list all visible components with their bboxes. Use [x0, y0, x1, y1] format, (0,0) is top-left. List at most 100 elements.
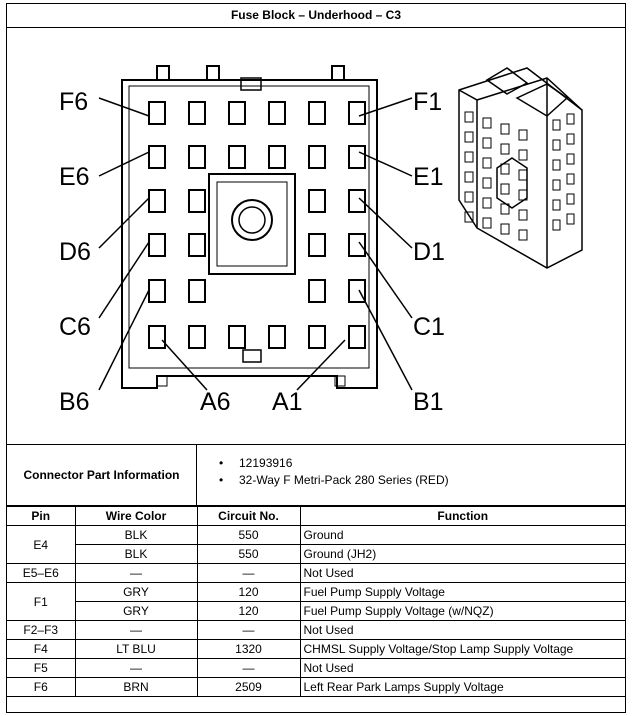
- connector-cavity: [348, 233, 366, 257]
- connector-sheet: Fuse Block – Underhood – C3: [6, 3, 626, 713]
- leader-lines: [98, 97, 413, 391]
- label-e6: E6: [59, 163, 90, 191]
- isometric-cavity: [518, 209, 528, 221]
- pin-cell: E4: [7, 525, 76, 564]
- isometric-cavity: [518, 149, 528, 161]
- pin-table-header: Pin Wire Color Circuit No. Function: [7, 506, 625, 526]
- pin-cell: E5–E6: [7, 563, 76, 583]
- cavity-grid: [148, 101, 366, 349]
- label-c6: C6: [59, 313, 91, 341]
- label-b1: B1: [413, 388, 444, 416]
- connector-cavity: [148, 189, 166, 213]
- isometric-cavity: [500, 203, 510, 215]
- isometric-cavity: [552, 119, 561, 131]
- isometric-cavity: [482, 177, 492, 189]
- connector-cavity: [228, 325, 246, 349]
- connector-cavity: [228, 101, 246, 125]
- isometric-cavity: [552, 179, 561, 191]
- header-circuit-no: Circuit No.: [196, 506, 301, 526]
- connector-cavity: [308, 233, 326, 257]
- connector-cavity: [228, 145, 246, 169]
- wire-color-cell: BLK: [74, 525, 198, 545]
- function-cell: Left Rear Park Lamps Supply Voltage: [299, 677, 625, 697]
- wire-color-cell: —: [74, 658, 198, 678]
- connector-face-drawing: F6 E6 D6 C6 B6 F1 E1 D1 C1 B1 A6 A1: [59, 65, 583, 416]
- label-a6: A6: [200, 388, 231, 416]
- wire-color-cell: BLK: [75, 544, 198, 564]
- connector-cavity: [148, 101, 166, 125]
- connector-cavity: [188, 145, 206, 169]
- isometric-cavity: [464, 111, 474, 123]
- function-cell: Not Used: [299, 563, 625, 583]
- wire-color-cell: —: [74, 563, 198, 583]
- function-cell: Not Used: [299, 658, 625, 678]
- pin-table: Pin Wire Color Circuit No. Function E4 B…: [7, 506, 625, 697]
- table-row: GRY 120 Fuel Pump Supply Voltage (w/NQZ): [7, 601, 625, 621]
- table-row: F5 — — Not Used: [7, 658, 625, 678]
- connector-cavity: [348, 101, 366, 125]
- isometric-cavity: [464, 211, 474, 223]
- function-cell: Fuel Pump Supply Voltage: [299, 582, 625, 602]
- isometric-cavity: [518, 129, 528, 141]
- isometric-cavity: [566, 153, 575, 165]
- label-a1: A1: [272, 388, 303, 416]
- connector-cavity: [148, 325, 166, 349]
- isometric-cavity: [500, 183, 510, 195]
- isometric-cavity: [500, 143, 510, 155]
- table-row: F6 BRN 2509 Left Rear Park Lamps Supply …: [7, 677, 625, 697]
- connector-cavity: [348, 325, 366, 349]
- isometric-cavity: [464, 151, 474, 163]
- isometric-cavity: [500, 123, 510, 135]
- isometric-cavity: [566, 193, 575, 205]
- isometric-cavity: [500, 223, 510, 235]
- isometric-cavity: [566, 173, 575, 185]
- connector-isometric-view: [458, 67, 583, 269]
- isometric-cavity: [464, 171, 474, 183]
- isometric-cavity: [552, 159, 561, 171]
- isometric-cavity: [482, 157, 492, 169]
- isometric-cavity: [464, 131, 474, 143]
- connector-cavity: [308, 279, 326, 303]
- connector-part-info: Connector Part Information 12193916 32-W…: [7, 444, 625, 506]
- connector-cavity: [268, 145, 286, 169]
- connector-part-info-label: Connector Part Information: [7, 445, 197, 505]
- isometric-cavity: [500, 163, 510, 175]
- circuit-cell: 2509: [196, 677, 301, 697]
- table-row: F4 LT BLU 1320 CHMSL Supply Voltage/Stop…: [7, 639, 625, 659]
- part-number: 12193916: [219, 455, 449, 472]
- circuit-cell: —: [196, 620, 301, 640]
- isometric-cavity: [482, 117, 492, 129]
- page-title: Fuse Block – Underhood – C3: [7, 4, 625, 28]
- circuit-cell: 120: [196, 601, 301, 621]
- circuit-cell: —: [196, 658, 301, 678]
- connector-cavity: [308, 145, 326, 169]
- isometric-cavity: [482, 217, 492, 229]
- connector-description: 32-Way F Metri-Pack 280 Series (RED): [219, 472, 449, 489]
- connector-cavity: [348, 145, 366, 169]
- connector-body: [121, 65, 378, 389]
- pin-cell: F5: [7, 658, 76, 678]
- wire-color-cell: LT BLU: [74, 639, 198, 659]
- isometric-cavity: [552, 219, 561, 231]
- pin-cell: F6: [7, 677, 76, 697]
- function-cell: Ground: [299, 525, 625, 545]
- connector-cavity: [148, 233, 166, 257]
- circuit-cell: 550: [196, 525, 301, 545]
- isometric-cavity: [566, 113, 575, 125]
- connector-cavity: [308, 189, 326, 213]
- label-d1: D1: [413, 238, 445, 266]
- isometric-cavity: [552, 199, 561, 211]
- table-row: BLK 550 Ground (JH2): [7, 544, 625, 564]
- isometric-cavity: [482, 197, 492, 209]
- table-row: E4 BLK 550 Ground: [7, 525, 625, 564]
- connector-diagram: F6 E6 D6 C6 B6 F1 E1 D1 C1 B1 A6 A1: [7, 28, 625, 444]
- connector-cavity: [268, 325, 286, 349]
- connector-cavity: [148, 279, 166, 303]
- isometric-cavity: [482, 137, 492, 149]
- label-e1: E1: [413, 163, 444, 191]
- connector-part-info-list: 12193916 32-Way F Metri-Pack 280 Series …: [219, 455, 449, 489]
- isometric-cavity: [552, 139, 561, 151]
- connector-cavity: [348, 279, 366, 303]
- center-latch: [208, 173, 296, 275]
- connector-cavity: [308, 101, 326, 125]
